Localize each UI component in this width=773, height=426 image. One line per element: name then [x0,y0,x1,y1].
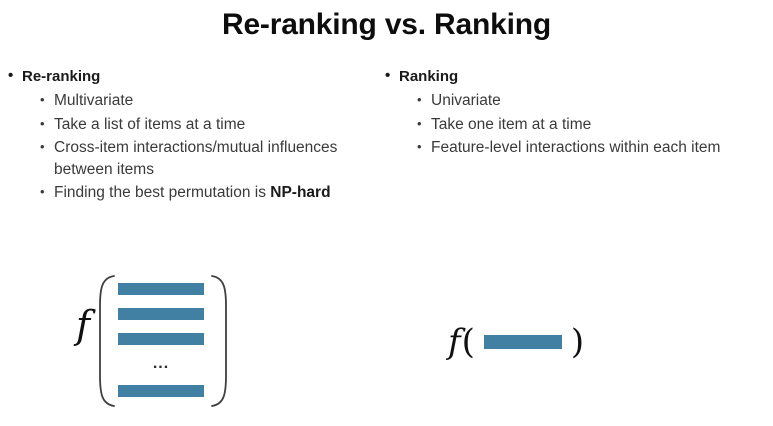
bullet-heading-label: Ranking [399,68,459,85]
list-item: Multivariate [40,89,376,112]
item-bar [118,308,204,320]
function-symbol-f: f [448,322,461,362]
open-paren-icon: ( [461,322,475,362]
bullet-list-right: Ranking Univariate Take one item at a ti… [383,65,771,159]
close-paren-icon: ) [570,322,585,362]
list-item: Take a list of items at a time [40,113,376,136]
bullet-heading-label: Re-ranking [22,68,101,85]
bullet-heading-ranking: Ranking Univariate Take one item at a ti… [383,65,771,159]
list-item: Feature-level interactions within each i… [417,136,771,159]
content-column-left: Re-ranking Multivariate Take a list of i… [6,65,376,206]
item-bar [118,283,204,295]
sub-bullet-list-right: Univariate Take one item at a time Featu… [399,89,771,159]
item-bar [118,333,204,345]
content-column-right: Ranking Univariate Take one item at a ti… [383,65,771,161]
list-item: Univariate [417,89,771,112]
sub-bullet-list-left: Multivariate Take a list of items at a t… [22,89,376,204]
page-title: Re-ranking vs. Ranking [221,8,551,41]
item-bar [483,335,562,349]
bullet-text: Feature-level interactions within each i… [431,139,721,156]
diagram-reranking-function: f ... [72,272,242,412]
list-item: Cross-item interactions/mutual influence… [40,136,376,180]
bullet-text: Finding the best permutation is [54,184,271,201]
bullet-list-left: Re-ranking Multivariate Take a list of i… [6,65,376,204]
item-bar [118,385,204,397]
function-symbol-f: f [76,303,91,347]
bullet-text: Take one item at a time [431,115,592,133]
bullet-heading-re-ranking: Re-ranking Multivariate Take a list of i… [6,65,376,204]
bullet-text: Cross-item interactions/mutual influence… [54,139,338,178]
tall-parentheses-icon [99,275,227,407]
ellipsis-label: ... [152,355,170,372]
list-item: Finding the best permutation is NP-hard [40,181,376,204]
diagram-ranking-function: f ( ) [448,318,584,366]
bullet-text: Take a list of items at a time [54,115,246,133]
list-item: Take one item at a time [417,113,771,136]
item-list-bars: ... [118,283,204,397]
bullet-text: Univariate [431,92,501,109]
bullet-text-emphasis: NP-hard [270,184,331,201]
bullet-text: Multivariate [54,92,134,109]
